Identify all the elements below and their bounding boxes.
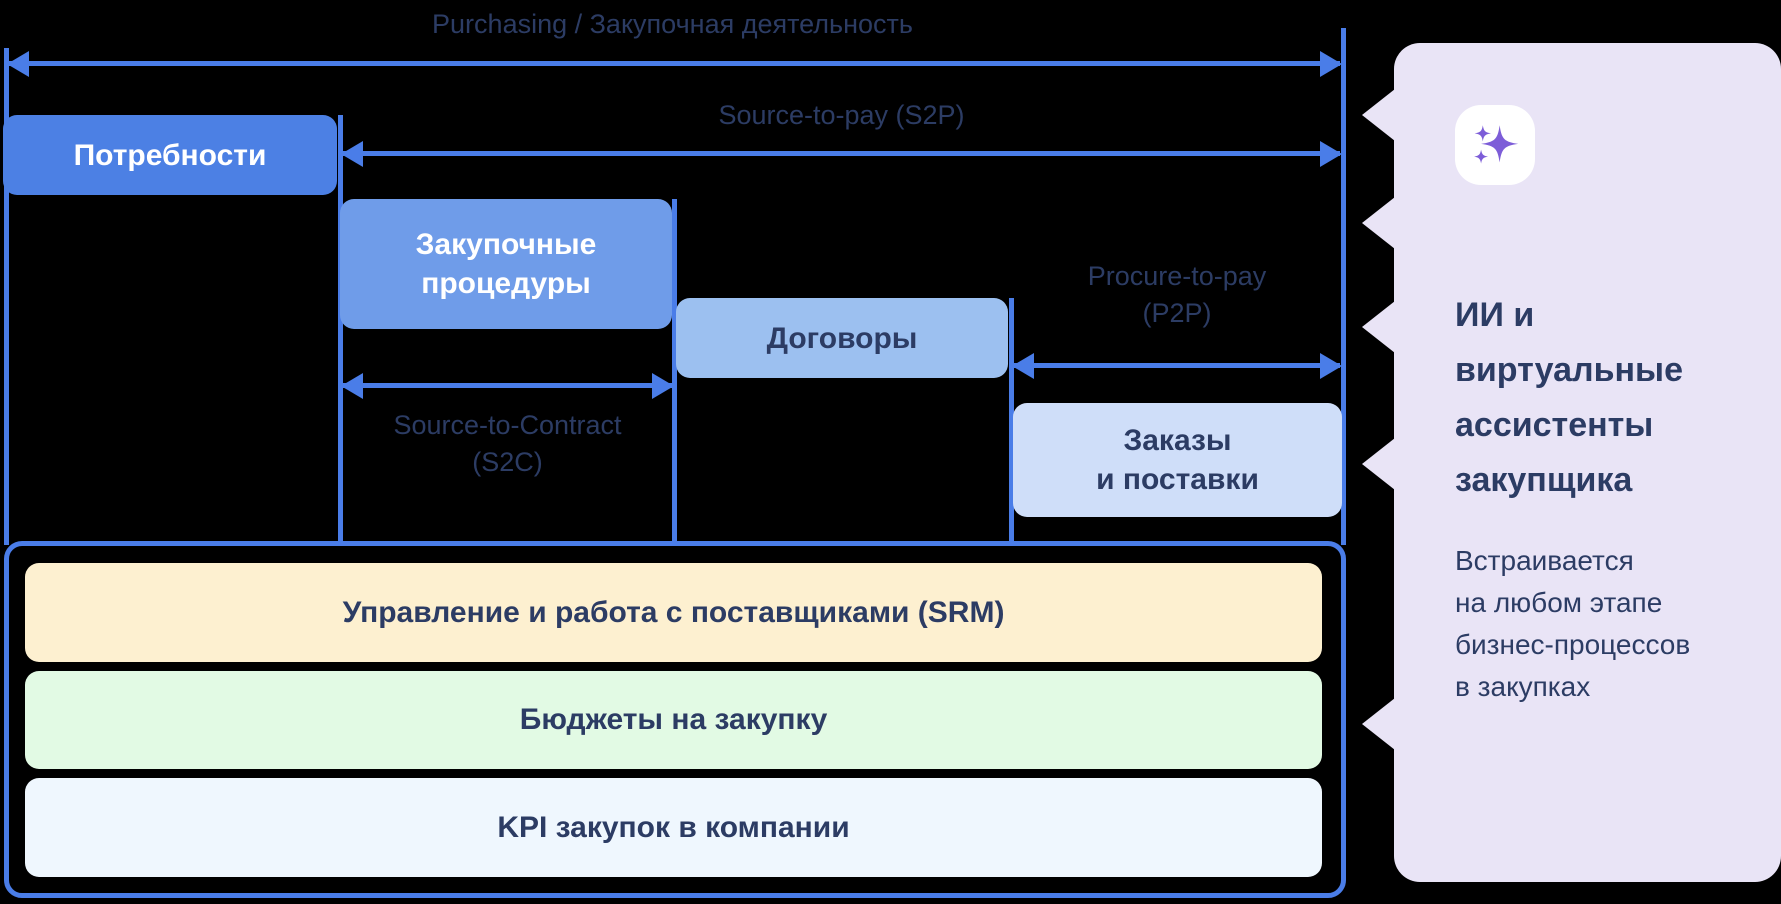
diagram-title: Purchasing / Закупочная деятельность xyxy=(432,9,913,39)
foundation-bar-kpi: KPI закупок в компании xyxy=(25,778,1322,877)
sparkles-icon xyxy=(1474,125,1519,164)
stage-label-procedures: Закупочные процедуры xyxy=(415,228,597,300)
panel-notch xyxy=(1362,698,1395,750)
diagram-left-boundary-line xyxy=(4,48,9,545)
stage-label-contracts: Договоры xyxy=(766,321,918,355)
source-to-contract-arrow xyxy=(341,373,674,399)
stage-box-procedures: Закупочные процедуры xyxy=(340,199,672,329)
foundation-label-srm: Управление и работа с поставщиками (SRM) xyxy=(342,595,1005,629)
stage-box-needs: Потребности xyxy=(3,115,337,195)
purchasing-span-arrow xyxy=(7,51,1342,77)
foundation-label-budget: Бюджеты на закупку xyxy=(519,703,828,736)
diagram-right-boundary-line xyxy=(1341,28,1346,545)
procure-to-pay-label: Procure-to-pay (P2P) xyxy=(1087,261,1267,328)
source-to-pay-label: Source-to-pay (S2P) xyxy=(718,100,965,130)
foundation-label-kpi: KPI закупок в компании xyxy=(497,810,850,844)
stage-label-orders: Заказы и поставки xyxy=(1096,424,1259,496)
stage-box-contracts: Договоры xyxy=(676,298,1008,378)
foundation-container xyxy=(4,541,1346,898)
panel-heading: ИИ и виртуальные ассистенты закупщика xyxy=(1455,296,1683,499)
source-to-contract-label: Source-to-Contract (S2C) xyxy=(393,410,622,477)
divider-line-contracts-orders xyxy=(1009,298,1014,545)
foundation-bar-budget: Бюджеты на закупку xyxy=(25,671,1322,769)
panel-body: Встраивается на любом этапе бизнес-проце… xyxy=(1455,545,1691,702)
foundation-bar-srm: Управление и работа с поставщиками (SRM) xyxy=(25,563,1322,662)
divider-line-procedures-contracts xyxy=(672,199,677,545)
ai-icon-badge xyxy=(1455,105,1535,185)
source-to-pay-arrow xyxy=(341,141,1342,167)
divider-line-needs-procedures xyxy=(338,115,343,545)
stage-label-needs: Потребности xyxy=(73,138,267,172)
procure-to-pay-arrow xyxy=(1012,353,1342,379)
panel-notch xyxy=(1362,301,1395,353)
panel-notch xyxy=(1362,438,1395,490)
panel-notch xyxy=(1362,197,1395,249)
panel-notch xyxy=(1362,89,1395,141)
ai-assistant-panel xyxy=(1394,43,1781,882)
stage-box-orders: Заказы и поставки xyxy=(1013,403,1342,517)
